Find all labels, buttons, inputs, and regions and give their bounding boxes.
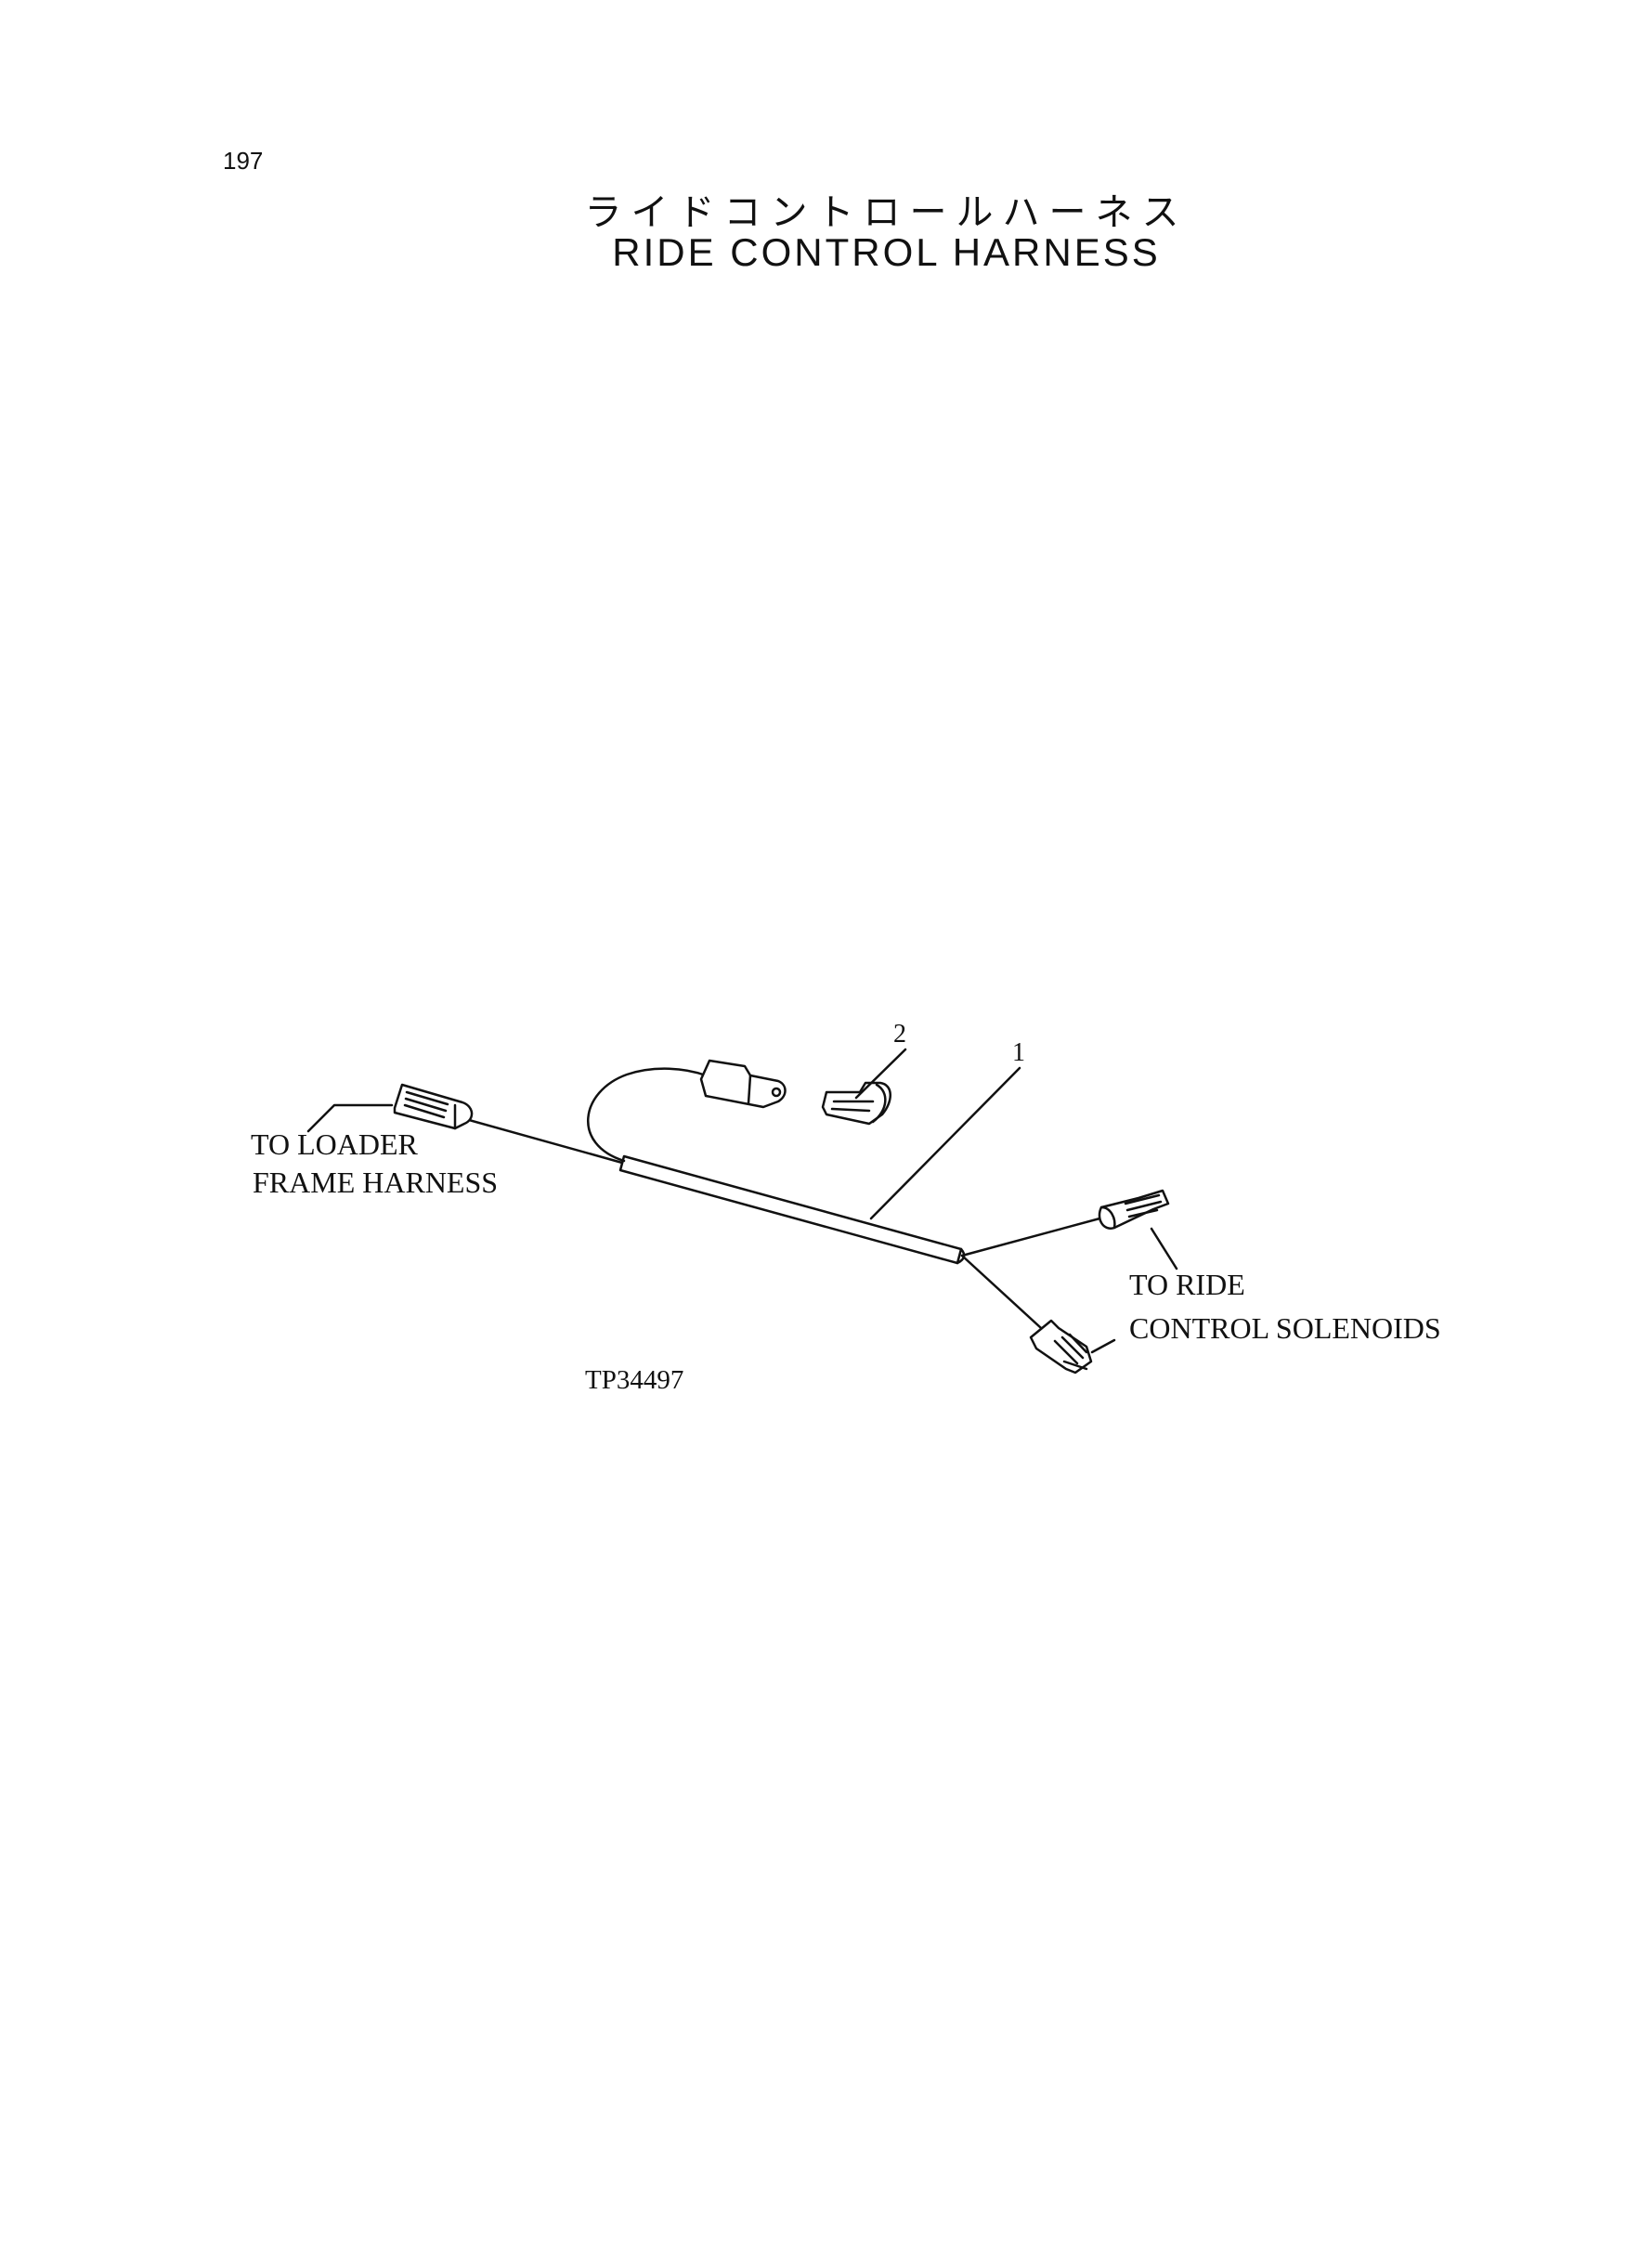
label-to-ride: TO RIDE [1129,1268,1245,1301]
wire-to-solenoid-lower [960,1254,1053,1339]
leader-line-1 [869,1066,1021,1220]
solenoid-connector-upper [1098,1189,1170,1230]
label-control-solenoids: CONTROL SOLENOIDS [1129,1311,1441,1345]
leader-line-loader [306,1103,394,1133]
wire-to-loader [461,1116,624,1165]
page-title-japanese: ライドコントロールハーネス [584,191,1189,234]
leader-line-solenoid-lower [1090,1338,1116,1354]
label-frame-harness: FRAME HARNESS [253,1166,499,1199]
solenoid-connector-lower [1029,1319,1093,1375]
branch-connector [699,1059,787,1109]
loop-wire [587,1067,708,1163]
callout-2: 2 [893,1020,906,1049]
page-title: RIDE CONTROL HARNESS [612,230,1161,274]
callout-1: 1 [1012,1038,1025,1067]
leader-line-2 [854,1048,907,1100]
dust-cap [821,1081,891,1126]
page-number: 197 [223,147,264,175]
loader-connector [393,1083,474,1130]
figure-id: TP34497 [585,1365,684,1395]
label-to-loader: TO LOADER [251,1127,418,1161]
leader-line-solenoid-upper [1150,1227,1178,1270]
main-harness-sleeve [618,1154,966,1265]
wire-to-solenoid-upper [960,1216,1105,1257]
